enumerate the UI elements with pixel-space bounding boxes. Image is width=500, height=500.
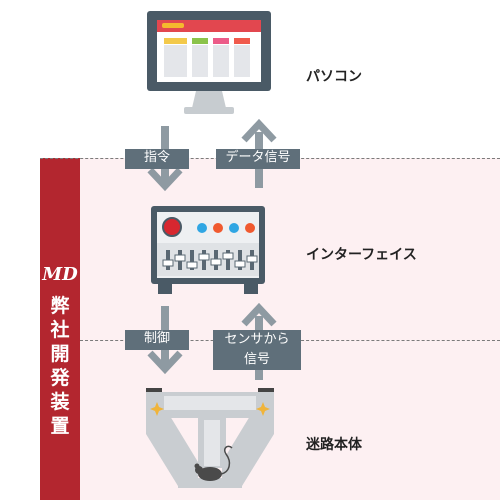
- tag-sensor-signal-line1: センサから: [224, 332, 290, 347]
- banner-char-1: 弊: [50, 295, 70, 317]
- banner-char-5: 装: [50, 391, 70, 413]
- interface-device-icon: [151, 206, 265, 294]
- tag-data-signal: データ信号: [216, 149, 300, 169]
- device-zone-background: [40, 158, 500, 500]
- banner-char-6: 置: [50, 415, 70, 437]
- tag-sensor-signal-line2: 信号: [243, 352, 270, 367]
- tag-sensor-signal: センサから 信号: [213, 330, 301, 370]
- tag-control: 制御: [125, 330, 189, 350]
- maze-body-icon: [146, 388, 274, 488]
- pc-label: パソコン: [306, 69, 362, 85]
- monitor-icon: [147, 11, 271, 114]
- brand-logo: MD: [42, 264, 78, 285]
- interface-label: インターフェイス: [306, 247, 417, 263]
- tag-command: 指令: [125, 149, 189, 169]
- maze-label: 迷路本体: [306, 437, 362, 453]
- side-banner: [40, 158, 80, 500]
- banner-char-3: 開: [50, 343, 70, 365]
- mouse-icon: [194, 445, 233, 481]
- banner-char-2: 社: [50, 319, 70, 341]
- banner-char-4: 発: [50, 367, 70, 389]
